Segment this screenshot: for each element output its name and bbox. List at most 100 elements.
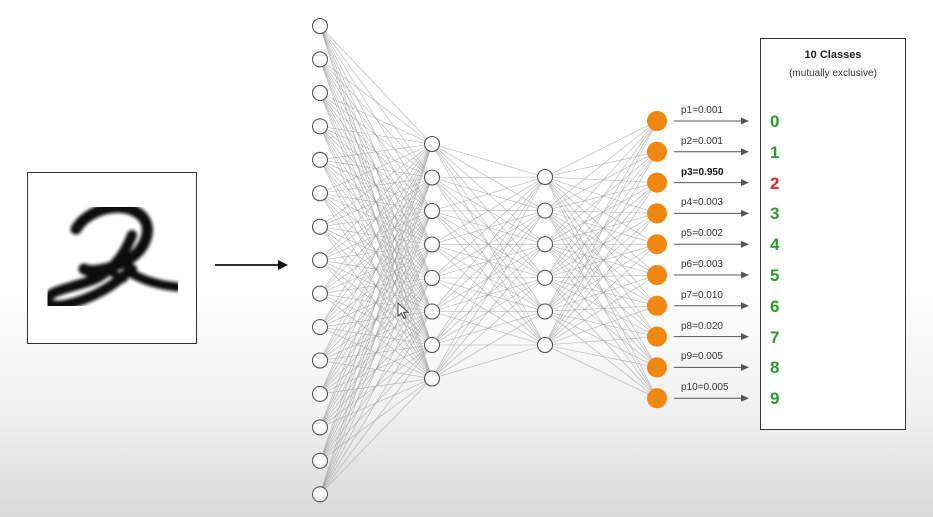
output-arrows [674, 117, 749, 402]
hidden-neuron [536, 202, 554, 219]
connection-edge [544, 311, 658, 399]
hidden-neuron [536, 168, 554, 186]
connection-edge [319, 244, 433, 495]
class-label: 6 [770, 296, 780, 316]
connection-edge [544, 120, 658, 178]
connection-edge [544, 277, 658, 337]
output-neuron [647, 111, 667, 131]
connection-edge [319, 143, 433, 194]
connection-edge [431, 176, 546, 178]
hidden-neuron [423, 269, 441, 287]
hidden-neuron [423, 135, 441, 153]
connection-edge [544, 244, 658, 399]
hidden-neuron [423, 169, 441, 186]
hidden-neuron [423, 370, 441, 387]
output-neuron [647, 265, 667, 285]
class-label: 8 [770, 358, 780, 378]
connection-edge [319, 344, 433, 495]
class-label: 0 [770, 112, 780, 131]
connection-edge [544, 120, 658, 312]
connection-edge [544, 120, 658, 278]
arrow-right-icon [674, 240, 749, 248]
input-neuron [311, 185, 329, 202]
connection-edge [544, 151, 658, 346]
hidden-neuron [536, 303, 554, 320]
input-neuron [311, 17, 329, 35]
connection-edge [544, 176, 658, 276]
classes-subtitle: (mutually exclusive) [789, 68, 877, 79]
arrow-right-icon [674, 209, 749, 217]
connection-edge [544, 151, 658, 178]
connection-edge [544, 311, 658, 368]
probability-label: p4=0.003 [681, 197, 723, 209]
connection-edge [544, 151, 658, 278]
connection-edge [544, 243, 658, 368]
input-neuron [311, 352, 329, 369]
connection-edge [544, 120, 658, 245]
connection-edge [544, 213, 658, 346]
connection-edge [544, 176, 658, 183]
connection-edge [544, 311, 658, 337]
arrow-right-icon [674, 363, 749, 371]
connection-edge [544, 182, 658, 245]
connection-edge [431, 176, 546, 379]
connection-edge [544, 243, 658, 276]
connection-edge [544, 176, 658, 337]
class-label: 2 [770, 173, 780, 193]
arrow-right-icon [674, 179, 749, 187]
connection-edge [431, 210, 546, 379]
connection-edge [544, 305, 658, 346]
classes-title: 10 Classes [804, 49, 862, 61]
connection-edge [431, 176, 546, 212]
input-neuron [311, 385, 329, 403]
output-neuron [647, 388, 667, 409]
connection-edge [544, 210, 658, 245]
input-neuron [311, 252, 329, 269]
input-neuron [311, 84, 329, 101]
output-neuron [647, 295, 667, 316]
output-neuron [647, 234, 667, 255]
connection-edge [319, 143, 433, 428]
connection-edge [544, 305, 658, 312]
probability-label: p2=0.001 [681, 135, 723, 147]
connection-edge [431, 176, 546, 312]
connection-edge [544, 344, 658, 399]
connection-edge [544, 274, 658, 346]
input-neuron [311, 118, 329, 135]
connection-edge [431, 176, 546, 279]
probability-label: p1=0.001 [681, 105, 723, 116]
output-neuron [647, 357, 667, 378]
hidden-neuron [423, 336, 441, 354]
arrow-right-icon [674, 148, 749, 156]
input-neuron [311, 218, 329, 235]
class-label: 7 [770, 327, 780, 347]
connection-edge [319, 143, 433, 461]
connection-edge [319, 59, 433, 145]
connection-edge [431, 143, 546, 178]
connection-edge [431, 311, 546, 379]
connection-edge [544, 243, 658, 279]
connection-edge [319, 143, 433, 227]
connection-edge [319, 378, 433, 495]
arrow-right-icon [674, 302, 749, 310]
connection-edge [544, 277, 658, 399]
input-neuron [311, 51, 329, 68]
connection-edge [544, 243, 658, 346]
connection-edge [544, 213, 658, 245]
connection-edge [544, 151, 658, 312]
connection-edge [319, 92, 433, 145]
connection-edge [319, 143, 433, 161]
connection-edge [544, 344, 658, 368]
arrow-right-icon [674, 333, 749, 341]
input-neuron [311, 318, 329, 336]
handwritten-digit-2 [43, 201, 183, 311]
mouse-pointer-icon [397, 301, 410, 320]
probability-label: p10=0.005 [681, 382, 729, 394]
input-neuron [311, 151, 329, 168]
connection-edge [544, 277, 658, 307]
connection-edge [319, 143, 433, 361]
connection-edge [544, 210, 658, 399]
hidden-neuron [423, 202, 441, 220]
hidden-neuron [536, 336, 554, 354]
